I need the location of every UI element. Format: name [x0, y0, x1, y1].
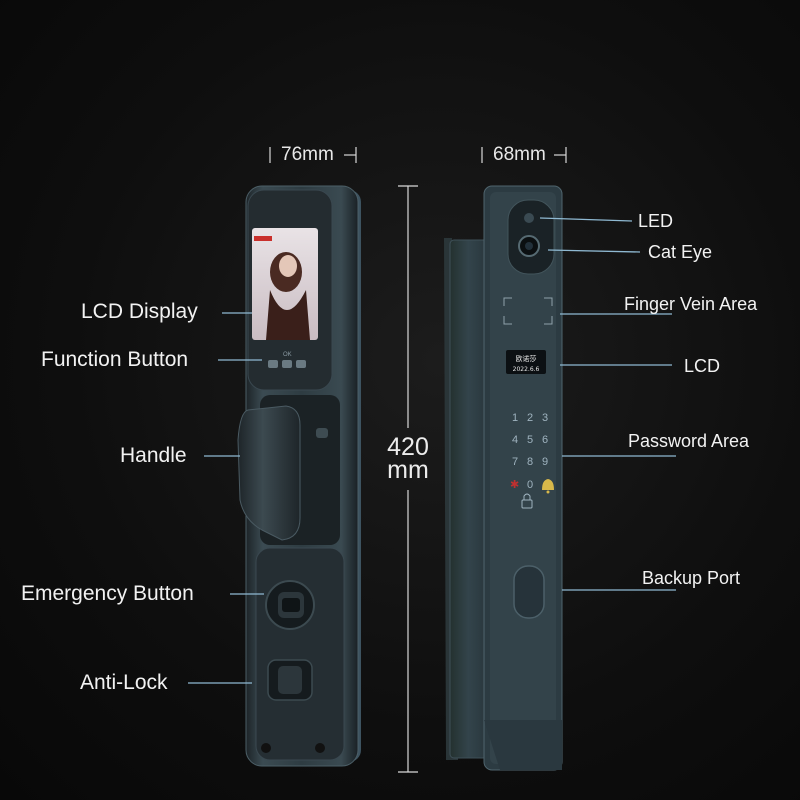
handle[interactable] [237, 405, 301, 541]
callout-anti-lock: Anti-Lock [80, 671, 168, 694]
ok-label: OK [283, 352, 292, 358]
key-6[interactable]: 6 [542, 434, 548, 446]
side-lock: 欧诺莎 2022.6.6 1 2 3 4 5 6 7 8 9 ✱ 0 [444, 185, 563, 771]
handle-pin [316, 428, 328, 438]
side-lcd-line1: 欧诺莎 [516, 354, 537, 363]
front-lock: OK [237, 185, 361, 767]
key-8[interactable]: 8 [527, 456, 533, 468]
callout-backup-port: Backup Port [642, 568, 741, 588]
led [524, 213, 534, 223]
finger-vein-area[interactable] [503, 297, 553, 325]
callout-lcd-display: LCD Display [81, 300, 198, 323]
side-lcd [506, 350, 546, 374]
lock-icon[interactable] [521, 493, 533, 509]
screen-brand-mark [254, 236, 272, 241]
front-width-label: 76mm [281, 144, 334, 165]
key-3[interactable]: 3 [542, 412, 548, 424]
screw-right [315, 743, 325, 753]
screw-left [261, 743, 271, 753]
callout-finger-vein-area: Finger Vein Area [624, 294, 758, 314]
function-button-right[interactable] [296, 360, 306, 368]
key-7[interactable]: 7 [512, 456, 518, 468]
side-lock-face [490, 192, 556, 764]
key-1[interactable]: 1 [512, 412, 518, 424]
leader-led [539, 217, 633, 222]
callout-function-button: Function Button [41, 348, 189, 371]
callout-lcd: LCD [684, 356, 721, 376]
key-9[interactable]: 9 [542, 456, 548, 468]
key-2[interactable]: 2 [527, 412, 533, 424]
height-unit: mm [387, 456, 429, 484]
side-width-label: 68mm [493, 144, 546, 165]
callout-led: LED [638, 211, 674, 231]
key-star[interactable]: ✱ [510, 479, 519, 491]
height-label: 420 mm [380, 433, 436, 484]
key-5[interactable]: 5 [527, 434, 533, 446]
password-area: 1 2 3 4 5 6 7 8 9 ✱ 0 [510, 412, 554, 509]
side-bottom [484, 720, 562, 770]
key-0[interactable]: 0 [527, 479, 533, 491]
callout-password-area: Password Area [628, 431, 750, 451]
key-4[interactable]: 4 [512, 434, 518, 446]
dimension-lines [269, 147, 567, 773]
callout-handle: Handle [120, 444, 187, 467]
callout-emergency-button: Emergency Button [21, 582, 194, 605]
side-lcd-line2: 2022.6.6 [513, 366, 540, 373]
leader-cat-eye [547, 249, 641, 253]
function-button-left[interactable] [268, 360, 278, 368]
callout-lines [188, 217, 676, 684]
callout-cat-eye: Cat Eye [648, 242, 713, 262]
backup-port[interactable] [513, 565, 545, 619]
height-value: 420 [387, 433, 429, 461]
lower-housing [255, 547, 345, 761]
function-button-ok[interactable] [282, 360, 292, 368]
bell-icon[interactable] [542, 479, 554, 494]
